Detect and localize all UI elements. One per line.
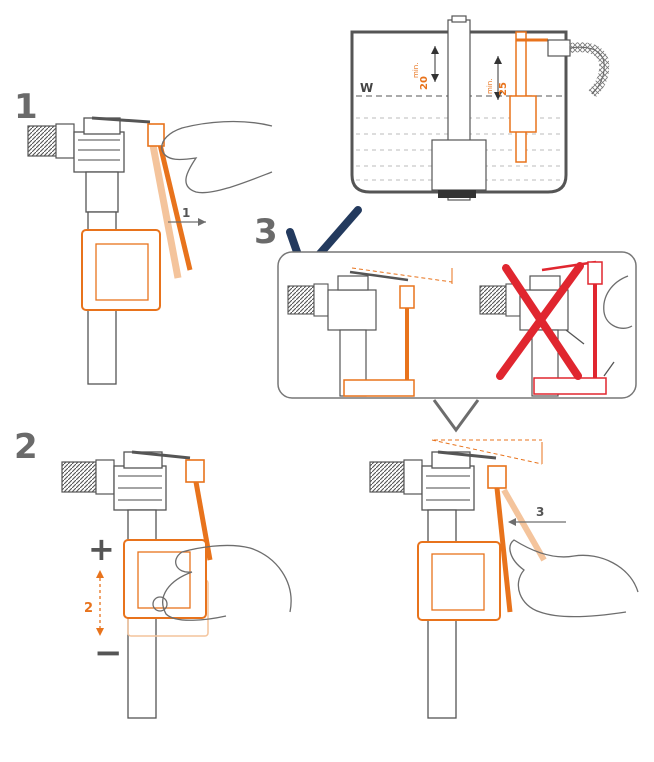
- cross-mark: [496, 262, 584, 380]
- step-1-number: 1: [14, 87, 38, 127]
- dim-20-value: 20: [419, 76, 430, 90]
- step-3-detail: 3: [369, 439, 639, 719]
- float-inner: [95, 243, 149, 301]
- adjust-rod-3: [494, 487, 513, 613]
- step-2-number: 2: [14, 427, 38, 467]
- hand-step-2: [162, 544, 292, 621]
- float-lever: [91, 116, 151, 124]
- step-3-panel: 3: [254, 206, 637, 399]
- correct-assembly: [287, 267, 453, 397]
- arrow-3-label: 3: [536, 505, 544, 519]
- valve-head: [73, 131, 125, 173]
- dim-20-unit: min.: [412, 63, 420, 78]
- arrow-1-label: 1: [182, 206, 190, 220]
- step-3-number: 3: [254, 212, 278, 252]
- step-1-panel: 1 1: [14, 87, 273, 385]
- float-box-2: [123, 539, 207, 619]
- hand-wrong: [603, 275, 633, 329]
- decrease-sign: −: [94, 633, 123, 673]
- threaded-inlet-2: [61, 461, 97, 493]
- flush-valve: [431, 139, 487, 191]
- float-box: [81, 229, 161, 311]
- hand-step-1: [161, 120, 273, 194]
- rod-faded: [148, 139, 182, 279]
- arrow-2-label: 2: [84, 601, 93, 616]
- step-2-panel: 2 + − 2: [14, 427, 292, 719]
- dim-25-unit: min.: [486, 79, 494, 94]
- valve-body: [85, 171, 119, 213]
- float-box-3: [417, 541, 501, 621]
- dim-25-value: 25: [498, 82, 509, 96]
- increase-sign: +: [88, 530, 115, 568]
- flow-chevron: [432, 399, 480, 433]
- wrong-assembly: [479, 260, 633, 397]
- tank-panel: W 20 min. 25 min.: [350, 15, 610, 201]
- water-level-label: W: [360, 81, 373, 95]
- hand-step-3: [509, 539, 639, 618]
- braided-hose: [569, 42, 610, 98]
- adjust-rod: [155, 135, 193, 271]
- lock-nut: [55, 123, 75, 159]
- threaded-inlet-3: [369, 461, 405, 493]
- rod-knob: [147, 123, 165, 147]
- threaded-inlet: [27, 125, 59, 157]
